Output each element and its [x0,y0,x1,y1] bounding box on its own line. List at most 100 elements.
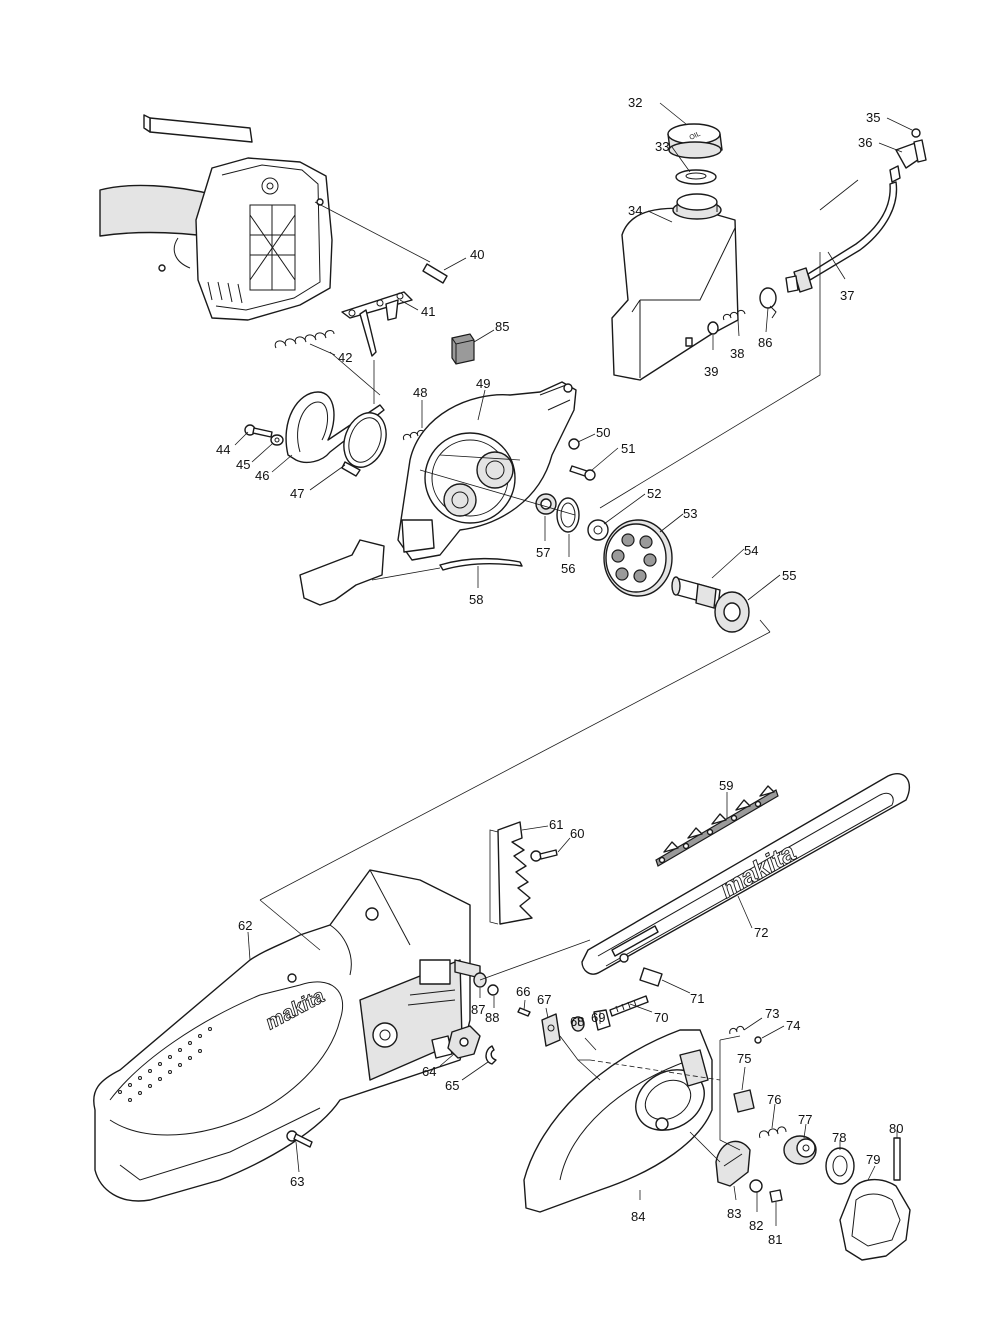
callout-46: 46 [255,468,269,483]
callout-36: 36 [858,135,872,150]
callout-32: 32 [628,95,642,110]
sprocket-cover-84 [523,1029,713,1213]
callout-63: 63 [290,1174,304,1189]
shaft-54 [671,576,721,609]
callout-33: 33 [655,139,669,154]
bearing-57 [535,493,557,515]
washer-39 [707,321,719,335]
callout-67: 67 [537,992,551,1007]
callout-50: 50 [596,425,610,440]
callout-88: 88 [485,1010,499,1025]
oil-cap-32: OIL [667,123,723,159]
callout-71: 71 [690,991,704,1006]
callout-57: 57 [536,545,550,560]
callout-69: 69 [591,1010,605,1025]
callout-75: 75 [737,1051,751,1066]
callout-53: 53 [683,506,697,521]
saw-chain-59 [655,785,779,867]
brake-lever-41 [341,291,413,357]
callout-81: 81 [768,1232,782,1247]
knob-77 [783,1135,817,1165]
screw-63 [286,1130,313,1148]
oil-cap-mark: OIL [688,131,701,142]
cover-79 [839,1179,911,1261]
knob-83 [715,1140,751,1187]
tension-nut-71 [639,967,663,987]
ring-78 [825,1147,855,1185]
trigger-handle [299,539,385,606]
callout-labels: 32 33 34 35 36 37 38 39 40 41 42 44 45 4… [216,95,913,1247]
o-ring-50 [568,438,580,450]
fitting-36 [889,139,927,183]
screw-51 [569,465,596,481]
oil-hose-37 [785,181,898,293]
callout-41: 41 [421,304,435,319]
top-leader-lines [259,179,859,901]
brake-drum-47 [341,412,387,477]
callout-76: 76 [767,1092,781,1107]
callout-45: 45 [236,457,250,472]
bearing-55 [714,591,750,633]
spring-76 [758,1126,787,1139]
callout-61: 61 [549,817,563,832]
sprocket-64 [447,1025,481,1059]
callout-52: 52 [647,486,661,501]
seal-33 [675,169,717,185]
callout-83: 83 [727,1206,741,1221]
callout-54: 54 [744,543,758,558]
callout-47: 47 [290,486,304,501]
callout-48: 48 [413,385,427,400]
ring-56 [556,497,580,533]
callout-80: 80 [889,1121,903,1136]
callout-86: 86 [758,335,772,350]
callout-79: 79 [866,1152,880,1167]
callout-77: 77 [798,1112,812,1127]
callout-66: 66 [516,984,530,999]
pin-80 [893,1137,901,1181]
callout-60: 60 [570,826,584,841]
washer-52 [587,519,609,541]
callout-38: 38 [730,346,744,361]
washer-45 [270,434,284,446]
body-housing-62: makita [93,869,481,1202]
square-part-85 [451,333,475,365]
callout-73: 73 [765,1006,779,1021]
callout-56: 56 [561,561,575,576]
rod-58 [439,557,523,571]
callout-85: 85 [495,319,509,334]
ball-74 [754,1036,762,1044]
callout-68: 68 [570,1014,584,1029]
callout-34: 34 [628,203,642,218]
spike-plate-61 [497,821,533,925]
washer-82 [749,1179,763,1193]
callout-65: 65 [445,1078,459,1093]
screw-66 [517,1007,531,1017]
callout-62: 62 [238,918,252,933]
brake-band-46 [285,391,385,464]
callout-74: 74 [786,1018,800,1033]
callout-44: 44 [216,442,230,457]
pin-40 [422,263,448,284]
callout-84: 84 [631,1209,645,1224]
spring-38 [722,309,746,321]
screw-44 [244,424,273,438]
clamp-86 [759,287,777,319]
screw-81 [769,1189,783,1203]
callout-64: 64 [422,1064,436,1079]
callout-37: 37 [840,288,854,303]
oil-tank-34 [611,193,739,381]
callout-51: 51 [621,441,635,456]
clip-65 [485,1045,497,1065]
callout-87: 87 [471,1002,485,1017]
callout-39: 39 [704,364,718,379]
callout-49: 49 [476,376,490,391]
spring-73 [729,1025,745,1035]
callout-82: 82 [749,1218,763,1233]
guide-bar-brand-mark: makita [714,837,800,904]
gear-53 [603,519,673,597]
callout-72: 72 [754,925,768,940]
callout-40: 40 [470,247,484,262]
spring-42 [274,330,335,349]
motor-housing-frame [99,114,333,321]
